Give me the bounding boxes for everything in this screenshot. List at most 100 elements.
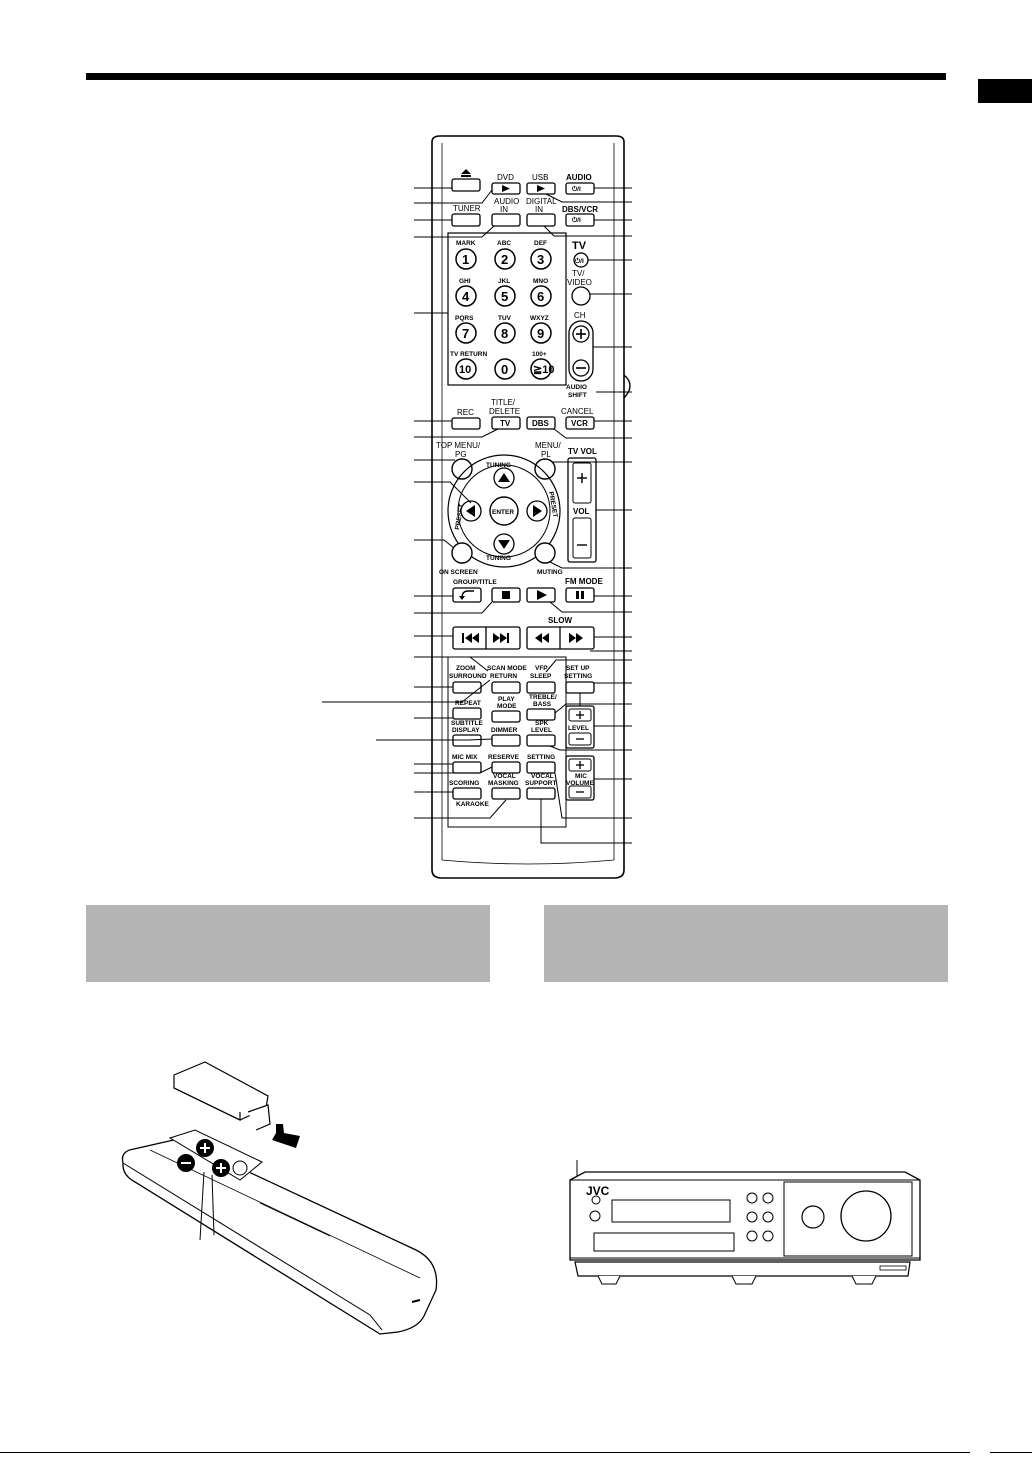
mic-label: MIC bbox=[575, 773, 587, 780]
skip-pair bbox=[452, 626, 521, 650]
digital-in-label-1: DIGITAL bbox=[526, 197, 557, 206]
key-4-digit: 4 bbox=[462, 289, 470, 304]
usb-play-button[interactable]: USB bbox=[526, 173, 556, 195]
dimmer-label: DIMMER bbox=[491, 727, 518, 734]
tuner-button[interactable]: TUNER bbox=[451, 204, 481, 227]
dvd-play-button[interactable]: DVD bbox=[491, 173, 521, 195]
audio-power-button[interactable]: AUDIO ⏻/I bbox=[565, 173, 595, 195]
key-7-letters: PQRS bbox=[455, 315, 474, 322]
on-screen-label: ON SCREEN bbox=[439, 569, 478, 576]
key-0[interactable]: 0 bbox=[494, 358, 516, 380]
title-delete-label-1: TITLE/ bbox=[491, 398, 516, 407]
right-button[interactable] bbox=[526, 500, 548, 522]
up-button[interactable] bbox=[493, 467, 515, 489]
remote-sensor bbox=[591, 1195, 601, 1205]
tv-video-button[interactable]: TV/ VIDEO bbox=[567, 269, 592, 306]
language-tab bbox=[978, 79, 1032, 103]
fast-forward-button[interactable] bbox=[569, 633, 583, 643]
dbs-button[interactable]: DBS bbox=[526, 416, 556, 430]
tv-title-delete-button[interactable]: TITLE/ DELETE TV bbox=[489, 398, 521, 430]
vocal-masking-label-2: MASKING bbox=[488, 780, 519, 787]
spk-label: SPK bbox=[535, 720, 549, 727]
spk-level-button[interactable] bbox=[526, 734, 556, 747]
rec-button[interactable]: REC bbox=[451, 408, 481, 430]
stop-button[interactable] bbox=[491, 587, 521, 603]
volume-down-button[interactable] bbox=[572, 517, 592, 559]
scoring-button[interactable] bbox=[452, 787, 482, 800]
digital-in-label-2: IN bbox=[535, 205, 543, 214]
vocal-support-button[interactable] bbox=[526, 787, 556, 800]
eject-button[interactable] bbox=[451, 169, 481, 192]
on-screen-button[interactable] bbox=[451, 542, 473, 564]
level-rocker[interactable]: LEVEL bbox=[565, 705, 595, 749]
small-knob bbox=[801, 1205, 825, 1229]
callout-lines-left bbox=[322, 187, 507, 819]
tv-video-label-2: VIDEO bbox=[567, 278, 592, 287]
slow-label: SLOW bbox=[548, 616, 572, 625]
key-8-letters: TUV bbox=[498, 315, 512, 322]
rewind-button[interactable] bbox=[535, 633, 549, 643]
menu-button[interactable] bbox=[534, 458, 556, 480]
repeat-button[interactable] bbox=[452, 707, 482, 720]
group-title-button[interactable] bbox=[452, 587, 482, 603]
surround-button[interactable] bbox=[452, 681, 482, 694]
key-5-digit: 5 bbox=[501, 289, 508, 304]
return-button[interactable] bbox=[491, 681, 521, 694]
audio-in-label-1: AUDIO bbox=[494, 197, 519, 206]
vocal-support-label-2: SUPPORT bbox=[525, 780, 556, 787]
play-button[interactable] bbox=[526, 587, 556, 603]
vcr-cancel-button[interactable]: CANCEL VCR bbox=[561, 407, 595, 430]
section-heading-box-left bbox=[86, 905, 490, 982]
pause-button[interactable] bbox=[565, 587, 595, 603]
key-100-plus[interactable]: 100+≧10 bbox=[530, 351, 554, 380]
footer-rule bbox=[0, 1452, 970, 1453]
down-button[interactable] bbox=[493, 533, 515, 555]
preset-right-label: PRESET bbox=[547, 491, 558, 518]
reserve-label: RESERVE bbox=[488, 754, 520, 761]
main-unit-illustration: JVC bbox=[569, 1160, 921, 1285]
jvc-logo: JVC bbox=[586, 1184, 610, 1198]
dimmer-button[interactable] bbox=[491, 734, 521, 747]
reserve-button[interactable] bbox=[491, 761, 521, 774]
digital-in-button[interactable]: DIGITAL IN bbox=[526, 197, 557, 227]
vocal-masking-button[interactable] bbox=[491, 787, 521, 800]
karaoke-setting-button[interactable] bbox=[526, 761, 556, 774]
vcr-btn-label: VCR bbox=[571, 419, 588, 428]
top-menu-button[interactable] bbox=[451, 458, 473, 480]
left-button[interactable] bbox=[460, 500, 482, 522]
key-1-letters: MARK bbox=[456, 240, 476, 247]
mic-volume-rocker[interactable]: MIC VOLUME bbox=[565, 755, 595, 801]
audio-in-button[interactable]: AUDIO IN bbox=[491, 197, 521, 227]
dbs-vcr-power-button[interactable]: DBS/VCR ⏻/I bbox=[562, 205, 598, 227]
play-mode-button[interactable] bbox=[491, 710, 521, 723]
mic-mix-button[interactable] bbox=[452, 761, 482, 774]
sleep-button[interactable] bbox=[526, 681, 556, 694]
key-10-letters: TV RETURN bbox=[450, 351, 488, 358]
tv-power-button[interactable]: TV ⏻/I bbox=[572, 240, 589, 268]
tv-volume-rocker[interactable]: TV VOL VOL bbox=[567, 447, 597, 563]
channel-rocker[interactable]: CH bbox=[568, 311, 594, 382]
top-menu-label-2: PG bbox=[455, 450, 467, 459]
setting-button[interactable] bbox=[565, 681, 595, 694]
dbs-vcr-label: DBS/VCR bbox=[562, 205, 598, 214]
key-100-digit: ≧10 bbox=[533, 364, 554, 376]
treble-bass-button[interactable] bbox=[526, 708, 556, 721]
karaoke-label: KARAOKE bbox=[456, 801, 490, 808]
subtitle-label: SUBTITLE bbox=[451, 720, 483, 727]
enter-button[interactable]: ENTER bbox=[489, 496, 519, 526]
previous-button[interactable] bbox=[462, 633, 479, 643]
next-button[interactable] bbox=[493, 633, 509, 643]
muting-button[interactable] bbox=[534, 542, 556, 564]
power-symbol: ⏻/I bbox=[572, 185, 581, 193]
